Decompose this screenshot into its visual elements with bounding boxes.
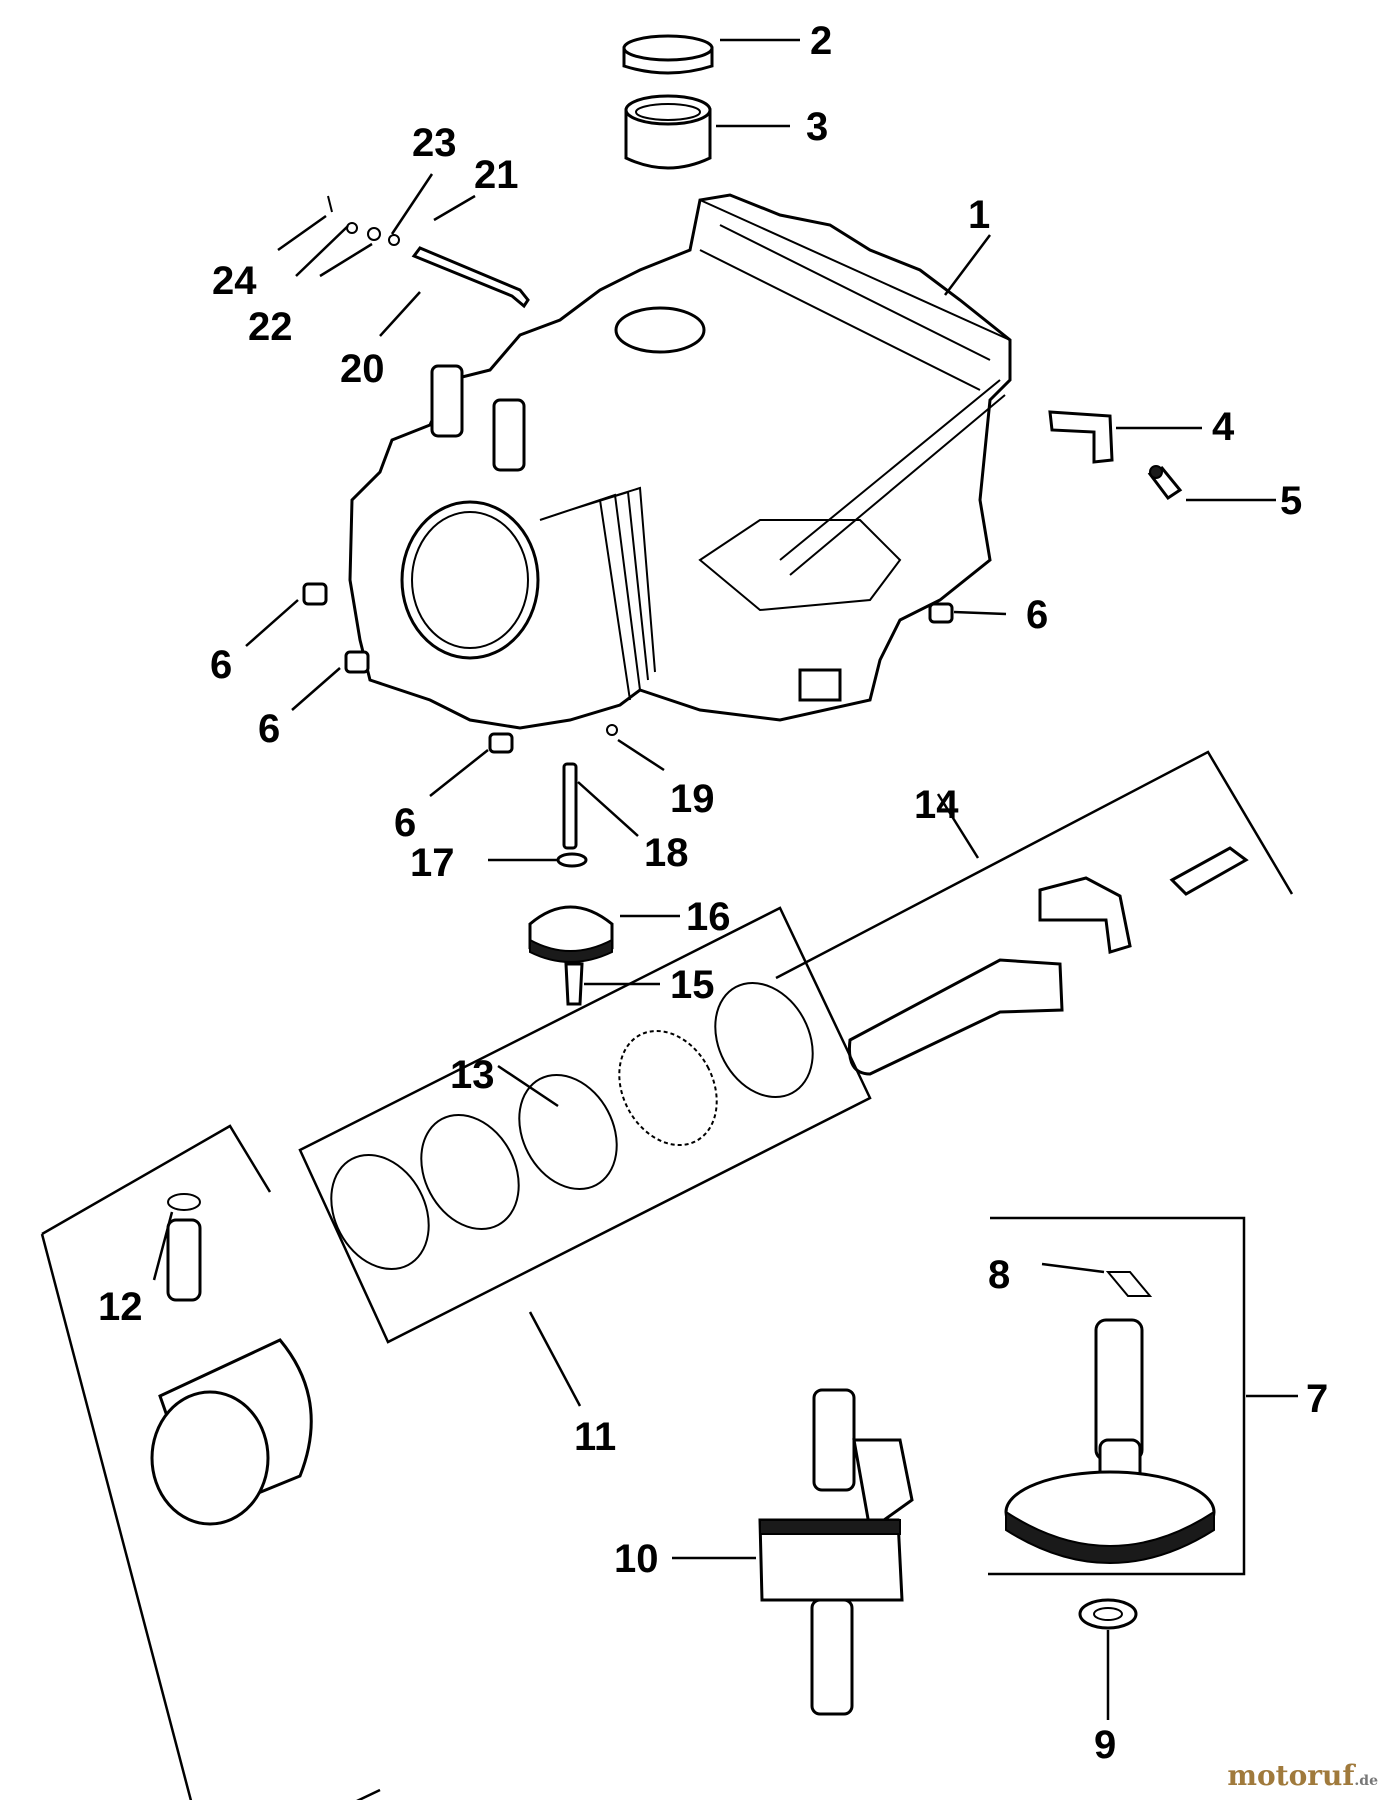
callout-6d: 6 xyxy=(394,801,416,845)
callout-17: 17 xyxy=(410,841,455,885)
callout-21: 21 xyxy=(474,153,519,197)
parts-20-24-hardware xyxy=(327,195,530,309)
callout-9: 9 xyxy=(1094,1723,1116,1767)
callout-16: 16 xyxy=(686,895,731,939)
part-7-camshaft-box xyxy=(988,1216,1246,1630)
callout-11: 11 xyxy=(574,1415,616,1459)
part-12-piston-box xyxy=(40,1124,381,1800)
watermark-suffix: .de xyxy=(1354,1773,1378,1789)
callout-8: 8 xyxy=(988,1253,1010,1297)
callout-6a: 6 xyxy=(1026,593,1048,637)
part-3-sleeve-bearing xyxy=(624,94,712,170)
callout-15: 15 xyxy=(670,963,715,1007)
callout-7: 7 xyxy=(1306,1377,1328,1421)
part-10-crankshaft xyxy=(758,1388,914,1716)
part-1-crankcase xyxy=(348,193,1012,730)
callout-labels: 1 2 3 4 5 6 6 6 6 7 8 9 10 11 12 13 14 1… xyxy=(98,19,1328,1767)
callout-10: 10 xyxy=(614,1537,659,1581)
part-13-ring-set-box xyxy=(298,906,872,1344)
callout-18: 18 xyxy=(644,831,689,875)
callout-20: 20 xyxy=(340,347,385,391)
part-14-connecting-rod-kit xyxy=(775,750,1294,1076)
callout-2: 2 xyxy=(810,19,832,63)
part-5-screw xyxy=(1147,465,1183,501)
callout-14: 14 xyxy=(914,783,959,827)
callout-22: 22 xyxy=(248,305,293,349)
callout-19: 19 xyxy=(670,777,715,821)
callout-5: 5 xyxy=(1280,479,1302,523)
leader-lines xyxy=(152,38,1298,1720)
callout-6c: 6 xyxy=(258,707,280,751)
callout-3: 3 xyxy=(806,105,828,149)
callout-23: 23 xyxy=(412,121,457,165)
part-6-dowel-pins xyxy=(302,582,954,754)
callout-12: 12 xyxy=(98,1285,143,1329)
watermark-brand: motoruf xyxy=(1227,1759,1355,1792)
callout-24: 24 xyxy=(212,259,257,303)
watermark-logo: motoruf.de xyxy=(1227,1759,1378,1792)
part-4-bracket xyxy=(1048,410,1114,464)
callout-6b: 6 xyxy=(210,643,232,687)
callout-4: 4 xyxy=(1212,405,1235,449)
parts-15-19-governor-stack xyxy=(528,724,618,1006)
part-2-bearing-ring xyxy=(622,34,714,75)
callout-13: 13 xyxy=(450,1053,495,1097)
callout-1: 1 xyxy=(968,193,990,237)
